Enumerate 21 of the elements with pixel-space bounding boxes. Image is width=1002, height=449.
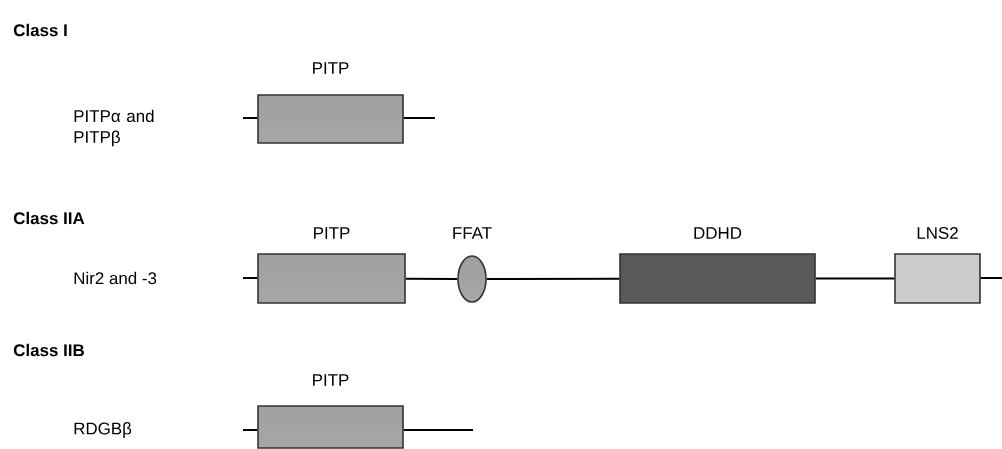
backbone-line — [404, 277, 459, 280]
domain-name: FFAT — [453, 227, 492, 239]
backbone-line — [402, 429, 474, 431]
backbone-line — [242, 429, 259, 431]
domain-name: DDHD — [694, 227, 742, 239]
protein-name: Nir2 and -3 — [74, 271, 157, 285]
backbone-line — [402, 117, 436, 119]
class-heading: Class IIA — [13, 211, 85, 225]
backbone-line — [814, 277, 896, 280]
class-heading: Class I — [13, 23, 67, 37]
backbone-line — [242, 117, 259, 119]
backbone-line — [485, 277, 621, 280]
domain-name: LNS2 — [917, 227, 958, 239]
class-heading: Class IIB — [13, 343, 84, 357]
protein-name: PITPα and PITPβ — [74, 109, 154, 147]
backbone-line — [242, 277, 259, 279]
backbone-line — [979, 277, 1002, 279]
protein-name: RDGBβ — [74, 422, 132, 438]
domain-name: PITP — [314, 227, 350, 239]
domain-name: PITP — [313, 62, 349, 74]
domain-name: PITP — [313, 374, 349, 386]
